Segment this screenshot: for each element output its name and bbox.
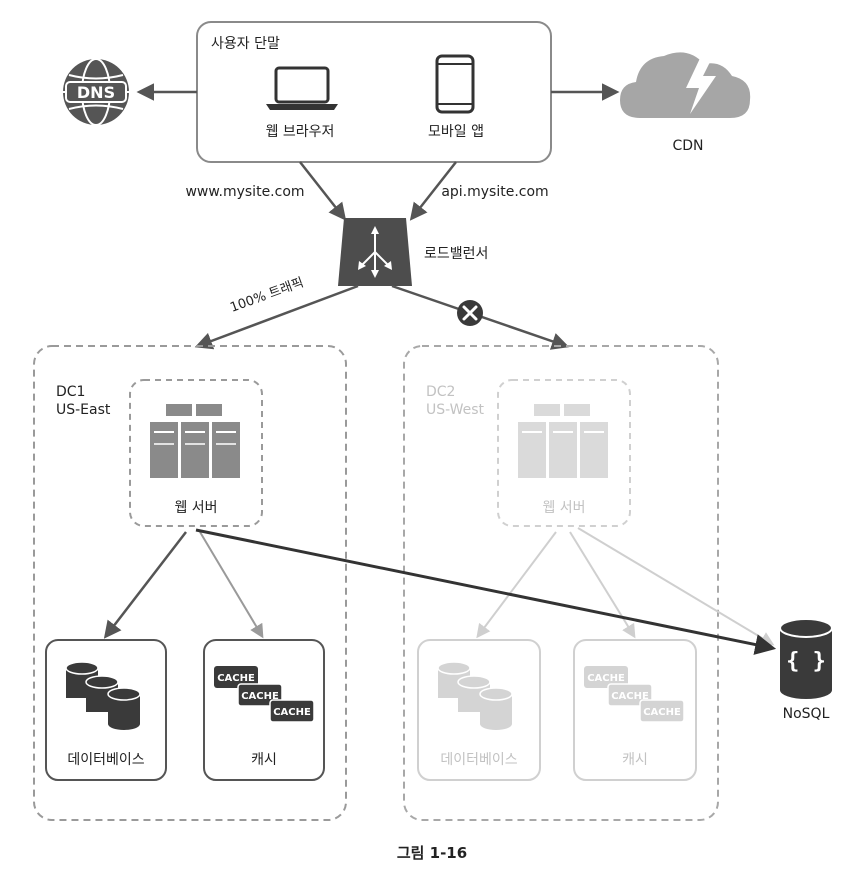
dc1-database-label: 데이터베이스 — [67, 752, 144, 768]
arrow-dc1-web-to-cache — [199, 531, 264, 639]
dc1-region: DC1 US-East 웹 서버 데이터 — [33, 345, 347, 821]
dc2-region-label: US-West — [426, 402, 485, 418]
dc1-cache-tag-3: CACHE — [273, 707, 311, 718]
dc1-database-icon — [65, 661, 141, 730]
dc2-cache-tag-1: CACHE — [587, 673, 625, 684]
nosql-database-icon: { } — [779, 618, 833, 699]
figure-caption: 그림 1-16 — [397, 844, 467, 862]
user-devices-box: 사용자 단말 웹 브라우저 모바일 앱 — [196, 21, 552, 163]
api-domain-label: api.mysite.com — [441, 184, 548, 200]
dc2-cache-tag-3: CACHE — [643, 707, 681, 718]
dns-globe-icon: DNS — [63, 58, 129, 126]
dc2-database-icon — [437, 661, 513, 730]
dc2-server-rack-icon — [518, 404, 608, 478]
dc1-server-rack-icon — [150, 404, 240, 478]
mobile-app-label: 모바일 앱 — [428, 124, 484, 140]
dc1-name: DC1 — [56, 384, 85, 400]
svg-text:{ }: { } — [786, 649, 826, 674]
dc2-web-server-label: 웹 서버 — [542, 500, 585, 516]
dc1-cache-tag-1: CACHE — [217, 673, 255, 684]
load-balancer-icon — [338, 218, 412, 286]
dc2-name: DC2 — [426, 384, 455, 400]
arrow-dc1-web-to-nosql — [195, 528, 777, 655]
arrow-dc1-web-to-db — [103, 531, 187, 639]
arrow-dc2-web-to-db — [476, 531, 557, 639]
dc1-cache-icon: CACHE CACHE CACHE — [214, 666, 315, 723]
web-browser-label: 웹 브라우저 — [266, 124, 335, 140]
web-domain-label: www.mysite.com — [185, 184, 304, 200]
arrow-dc2-web-to-cache — [569, 531, 636, 639]
blocked-x-icon — [457, 300, 483, 326]
load-balancer-label: 로드밸런서 — [424, 246, 488, 262]
dc1-cache-tag-2: CACHE — [241, 691, 279, 702]
dc2-cache-tag-2: CACHE — [611, 691, 649, 702]
dc1-cache-label: 캐시 — [251, 752, 277, 768]
dc2-database-label: 데이터베이스 — [440, 752, 517, 768]
arrow-web-to-lb — [299, 161, 347, 221]
nosql-label: NoSQL — [783, 706, 830, 722]
user-devices-title: 사용자 단말 — [211, 36, 280, 52]
dc1-web-server-label: 웹 서버 — [174, 500, 217, 516]
cdn-cloud-icon — [620, 52, 751, 118]
arrow-api-to-lb — [409, 161, 457, 221]
arrow-lb-to-dc1 — [194, 284, 359, 350]
dc2-cache-label: 캐시 — [622, 752, 648, 768]
cdn-label: CDN — [672, 138, 703, 154]
mobile-phone-icon — [435, 54, 475, 114]
dc1-region-label: US-East — [56, 402, 111, 418]
laptop-icon — [266, 66, 338, 110]
arrow-dc2-web-to-nosql — [577, 527, 775, 646]
dc2-cache-icon: CACHE CACHE CACHE — [584, 666, 685, 723]
dc2-region: DC2 US-West 웹 서버 데이터베이스 — [403, 345, 775, 821]
dns-label: DNS — [77, 83, 115, 102]
